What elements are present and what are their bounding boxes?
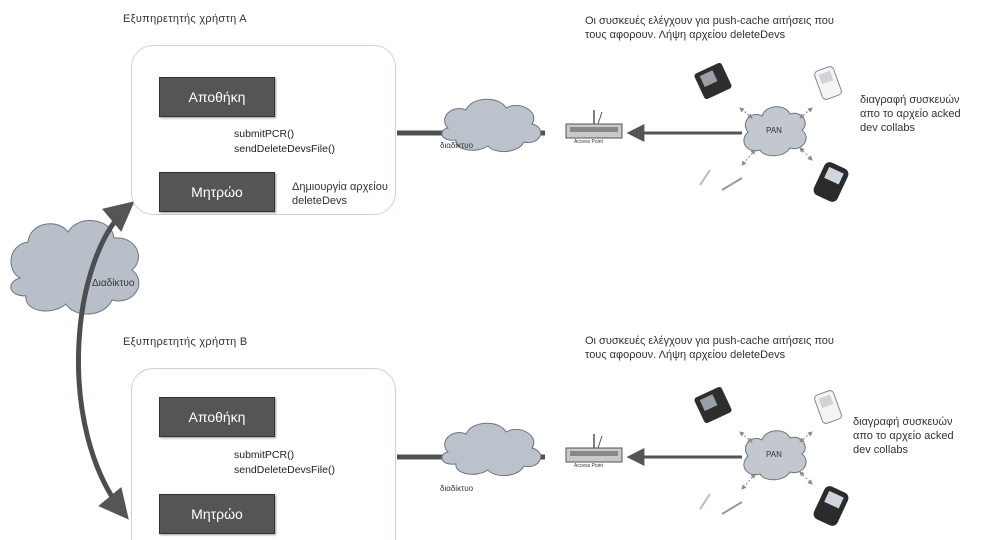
top-internet-cloud	[441, 98, 542, 152]
server-b-title: Εξυπηρετητής χρήστη Β	[123, 336, 248, 348]
top-caption-line2: τους αφορουν. Λήψη αρχείου deleteDevs	[585, 29, 786, 41]
top-side-line2: απο το αρχείο acked	[860, 108, 961, 120]
bottom-side-line3: dev collabs	[853, 444, 909, 456]
top-device-phone-dark	[813, 162, 849, 202]
bottom-device-phone-dark	[813, 486, 849, 526]
top-pan-label: PAN	[766, 126, 782, 135]
server-a-call-1: submitPCR()	[234, 128, 295, 140]
top-side-line3: dev collabs	[860, 122, 916, 134]
server-link-curve	[75, 201, 135, 520]
bottom-internet-cloud	[441, 422, 542, 476]
server-a-create-line1: Δημιουργία αρχείου	[292, 181, 388, 193]
bottom-device-phone-white	[814, 390, 842, 424]
bottom-side-line1: διαγραφή συσκευών	[853, 416, 953, 428]
server-a-create-line2: deleteDevs	[292, 195, 348, 207]
top-internet-label: διαδίκτυο	[440, 141, 474, 150]
server-b-call-2: sendDeleteDevsFile()	[234, 464, 335, 476]
top-caption: Οι συσκευές ελέγχουν για push-cache αιτή…	[585, 14, 834, 42]
bottom-pan-cloud	[743, 430, 807, 481]
server-b-call-1: submitPCR()	[234, 449, 295, 461]
left-internet-cloud	[10, 220, 140, 315]
top-device-pda	[694, 62, 732, 100]
left-cloud-label: Διαδίκτυο	[92, 278, 135, 289]
server-a-registry: Μητρώο	[159, 172, 275, 212]
server-a-calls: submitPCR() sendDeleteDevsFile()	[234, 127, 335, 157]
top-caption-line1: Οι συσκευές ελέγχουν για push-cache αιτή…	[585, 15, 834, 27]
bottom-caption-line2: τους αφορουν. Λήψη αρχείου deleteDevs	[585, 349, 786, 361]
top-device-pen	[699, 169, 743, 191]
bottom-side-note: διαγραφή συσκευών απο το αρχείο acked de…	[853, 415, 954, 457]
top-pan-cloud	[743, 106, 807, 157]
bottom-network	[397, 386, 849, 526]
server-a-storage: Αποθήκη	[159, 77, 275, 117]
bottom-internet-label: διαδίκτυο	[440, 484, 474, 493]
bottom-device-pda	[694, 386, 732, 424]
top-ap-label: Access Point	[574, 139, 603, 145]
server-b-calls: submitPCR() sendDeleteDevsFile()	[234, 448, 335, 478]
top-side-note: διαγραφή συσκευών απο το αρχείο acked de…	[860, 93, 961, 135]
top-network	[397, 62, 849, 202]
bottom-device-pen	[699, 493, 743, 515]
server-a-call-2: sendDeleteDevsFile()	[234, 143, 335, 155]
server-a-create-note: Δημιουργία αρχείου deleteDevs	[292, 180, 388, 208]
bottom-side-line2: απο το αρχείο acked	[853, 430, 954, 442]
bottom-caption-line1: Οι συσκευές ελέγχουν για push-cache αιτή…	[585, 335, 834, 347]
bottom-caption: Οι συσκευές ελέγχουν για push-cache αιτή…	[585, 334, 834, 362]
server-b-storage: Αποθήκη	[159, 397, 275, 437]
bottom-ap-label: Access Point	[574, 463, 603, 469]
server-b-registry: Μητρώο	[159, 494, 275, 534]
top-side-line1: διαγραφή συσκευών	[860, 94, 960, 106]
top-device-phone-white	[814, 66, 842, 100]
server-a-title: Εξυπηρετητής χρήστη Α	[123, 13, 247, 25]
bottom-pan-label: PAN	[766, 450, 782, 459]
